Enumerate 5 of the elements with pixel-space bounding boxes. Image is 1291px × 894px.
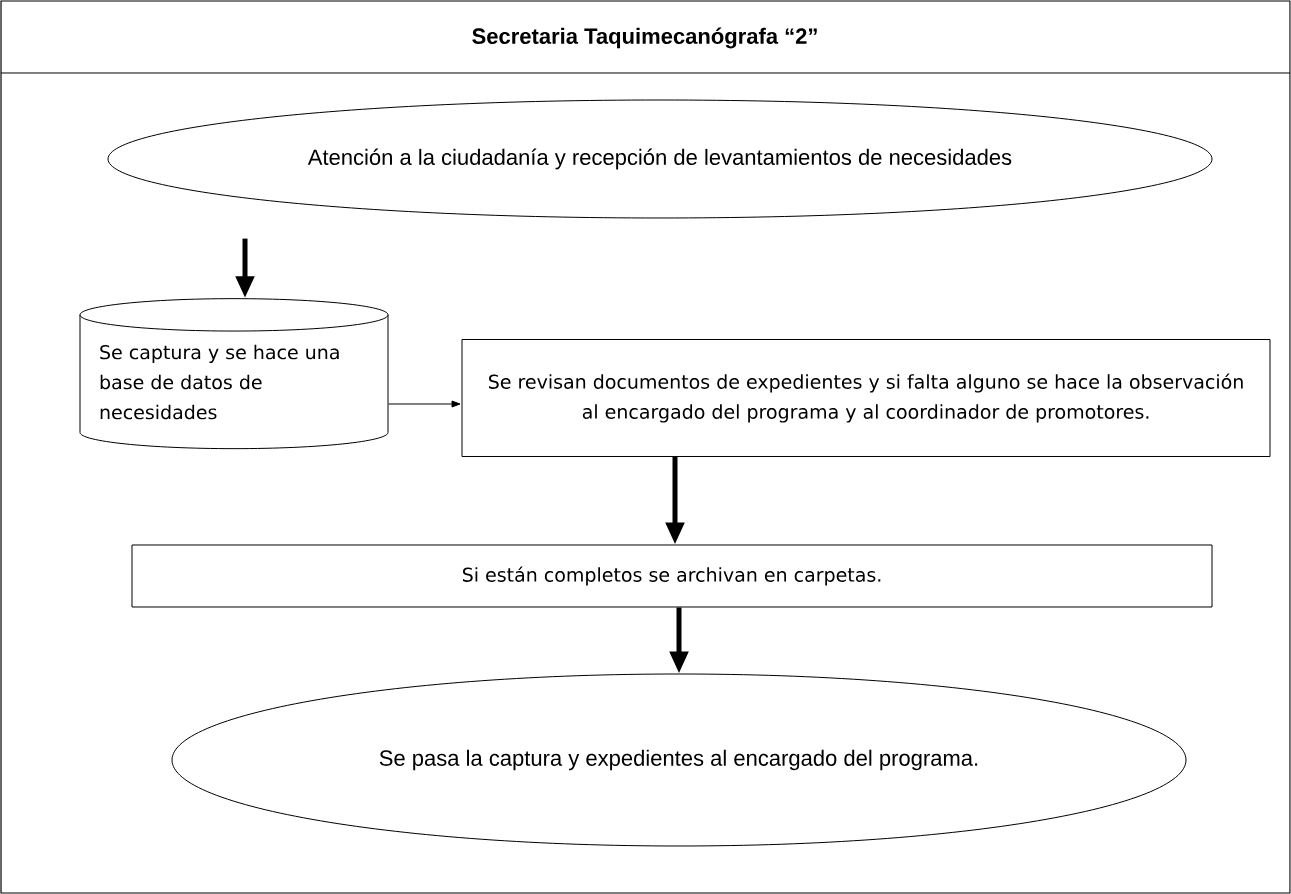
process-box: Se revisan documentos de expedientes y si falta alguno se hace la observación al encargado del programa y al coordinador de promotores.	[461, 339, 1271, 457]
title: Secretaria Taquimecanógrafa “2”	[472, 27, 817, 49]
arrow	[388, 400, 461, 408]
process-box: Si están completos se archivan en carpetas.	[131, 544, 1213, 608]
database-cylinder: Se captura y se hace una base de datos de necesidades	[79, 298, 389, 450]
